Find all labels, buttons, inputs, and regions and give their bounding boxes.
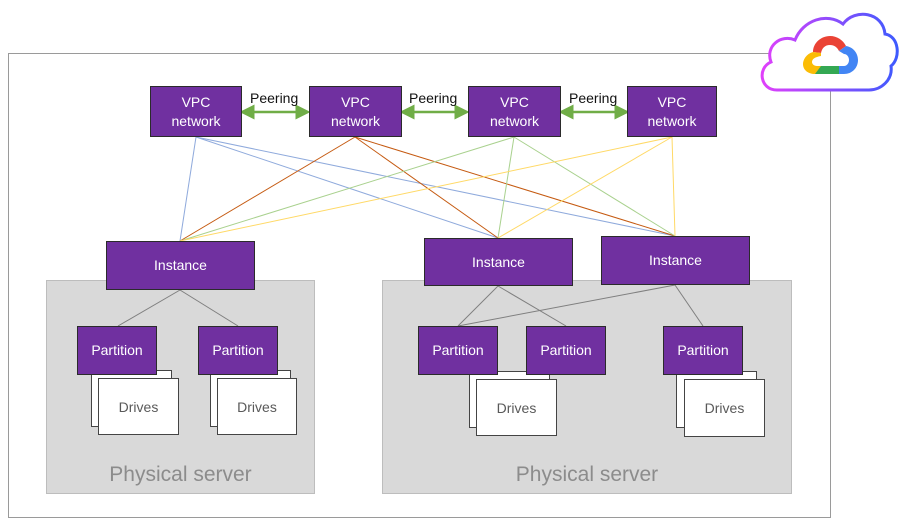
vpc3-link-instance2 <box>497 136 515 239</box>
vpc3-link-instance1 <box>179 136 515 242</box>
vpc4-link-instance2 <box>497 136 673 239</box>
instance-2[interactable]: Instance <box>424 238 573 286</box>
vpc3-link-instance3 <box>513 136 676 237</box>
vpc-network-4[interactable]: VPC network <box>627 86 717 137</box>
drives-3: Drives <box>476 379 557 436</box>
instance2-partition4-link <box>497 285 567 327</box>
instance3-partition5-link <box>674 284 704 327</box>
partition-4[interactable]: Partition <box>526 326 606 375</box>
vpc2-link-instance1 <box>179 136 356 242</box>
instance2-partition3-link <box>457 285 499 327</box>
peering-label-3: Peering <box>569 90 618 106</box>
server-label-2: Physical server <box>515 463 659 486</box>
vpc1-link-instance1 <box>179 136 197 242</box>
vpc2-link-instance3 <box>354 136 676 237</box>
peering-label-2: Peering <box>409 90 458 106</box>
partition-2[interactable]: Partition <box>198 326 278 375</box>
vpc2-link-instance2 <box>354 136 499 239</box>
server-label-1: Physical server <box>109 463 252 486</box>
partition-3[interactable]: Partition <box>418 326 498 375</box>
partition-1[interactable]: Partition <box>77 326 157 375</box>
instance1-partition2-link <box>179 289 239 327</box>
vpc-network-1[interactable]: VPC network <box>150 86 242 137</box>
drives-4: Drives <box>684 379 765 437</box>
instance-3[interactable]: Instance <box>601 236 750 285</box>
instance-1[interactable]: Instance <box>106 241 255 290</box>
drives-1: Drives <box>98 378 179 435</box>
vpc1-link-instance2 <box>195 136 499 239</box>
instance3-partition3-link <box>457 284 676 327</box>
vpc-network-3[interactable]: VPC network <box>468 86 561 137</box>
partition-5[interactable]: Partition <box>663 326 743 375</box>
drives-2: Drives <box>217 378 297 435</box>
vpc4-link-instance1 <box>179 136 673 242</box>
vpc4-link-instance3 <box>671 136 676 237</box>
vpc-network-2[interactable]: VPC network <box>309 86 402 137</box>
peering-label-1: Peering <box>250 90 299 106</box>
google-cloud-icon <box>760 12 899 92</box>
instance1-partition1-link <box>117 289 181 327</box>
